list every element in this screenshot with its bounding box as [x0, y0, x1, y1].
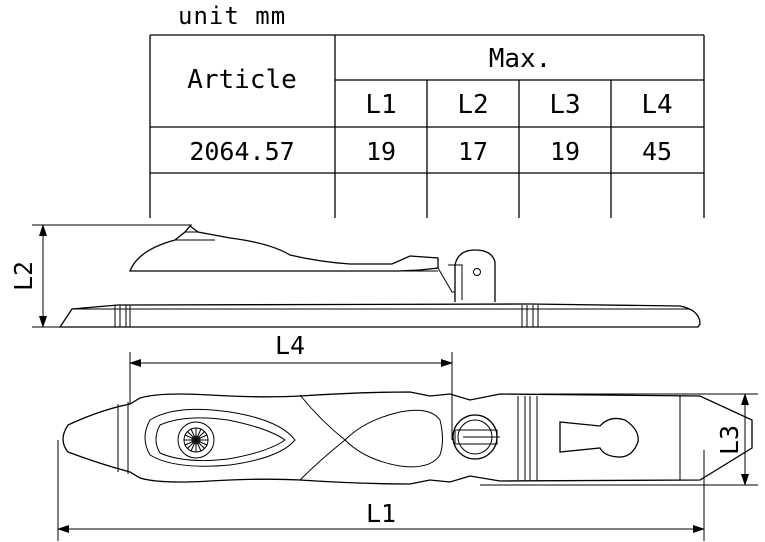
max-header: Max.	[489, 44, 552, 74]
top-view	[62, 391, 753, 485]
l2-label: L2	[9, 261, 38, 291]
value-l1: 19	[366, 137, 396, 166]
value-l3: 19	[550, 137, 580, 166]
l4-label: L4	[275, 331, 305, 360]
article-number: 2064.57	[189, 137, 294, 166]
dimension-l4: L4	[129, 331, 453, 440]
value-l4: 45	[642, 137, 672, 166]
value-l2: 17	[458, 137, 488, 166]
column-header-l2: L2	[457, 90, 488, 120]
dimension-l2: L2	[9, 224, 192, 328]
column-header-l1: L1	[365, 90, 396, 120]
dimension-l3: L3	[480, 393, 758, 486]
l1-label: L1	[366, 499, 396, 528]
spec-table: Article Max. L1 L2 L3 L4 2064.57 19 17 1…	[149, 34, 705, 218]
side-view	[58, 225, 701, 328]
unit-note: unit mm	[178, 2, 287, 30]
l3-label: L3	[715, 425, 744, 455]
column-header-l3: L3	[549, 90, 580, 120]
article-header: Article	[187, 65, 297, 95]
column-header-l4: L4	[641, 90, 672, 120]
dimension-l1: L1	[57, 440, 705, 541]
rosette-spokes	[184, 428, 208, 452]
